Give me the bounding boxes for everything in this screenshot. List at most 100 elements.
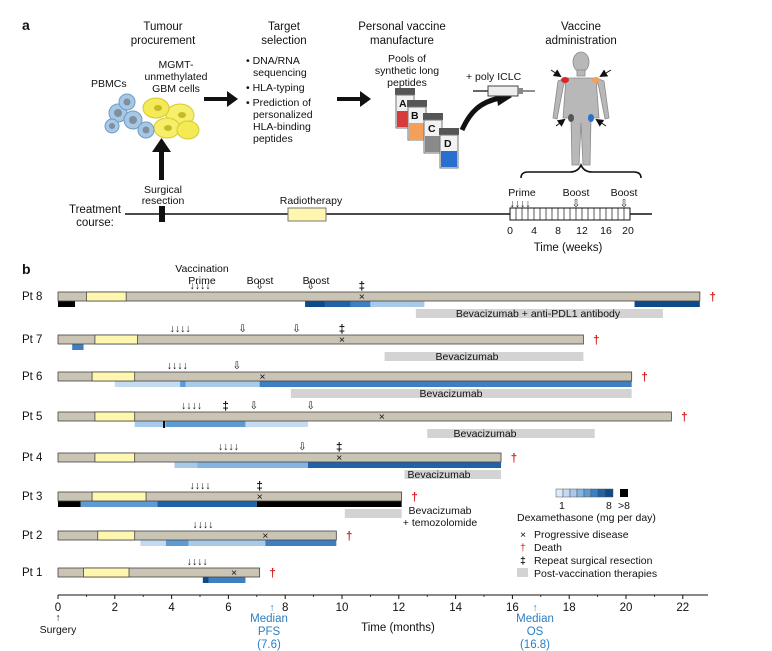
svg-text:0: 0 (507, 225, 513, 237)
axis-tick-label: 22 (676, 602, 689, 614)
svg-text:12: 12 (576, 225, 588, 237)
svg-text:course:: course: (76, 217, 114, 229)
dexamethasone-segment (197, 462, 308, 468)
pools-label: Pools of synthetic long peptides (375, 53, 439, 89)
boost-label-a-2: Boost (611, 187, 638, 199)
svg-text:Personal vaccine: Personal vaccine (358, 21, 446, 33)
median-os-marker: ↑ Median OS (16.8) (516, 602, 554, 651)
svg-text:1: 1 (559, 500, 565, 512)
radiotherapy-segment (91, 371, 136, 382)
radiotherapy-segment (86, 291, 127, 302)
step-target-selection: Target selection (261, 21, 306, 47)
svg-text:B: B (411, 110, 419, 122)
treatment-track (57, 530, 337, 541)
surgery-marker (159, 206, 165, 222)
dexamethasone-segment (80, 501, 158, 507)
gbm-label: MGMT- unmethylated GBM cells (144, 59, 207, 95)
therapy-label: Bevacizumab + anti-PDL1 antibody (456, 308, 621, 320)
therapy-label: + temozolomide (403, 517, 478, 529)
svg-text:D: D (444, 138, 452, 150)
dexamethasone-segment (72, 344, 84, 350)
svg-text:peptides: peptides (253, 133, 293, 145)
dexamethasone-segment (165, 540, 189, 546)
syringe-icon (473, 85, 535, 97)
post-vaccination-therapy-bar (415, 309, 663, 318)
patient-row: Pt 3×‡†Bevacizumab+ temozolomide (22, 481, 477, 529)
patient-label: Pt 1 (22, 567, 42, 579)
schedule-brace (520, 162, 642, 179)
prime-arrows: ↓↓↓↓ (218, 441, 239, 453)
surgery-label: Surgery (40, 624, 78, 636)
svg-text:Tumour: Tumour (143, 21, 182, 33)
treatment-track (57, 411, 672, 422)
boost-label-b-2: Boost (303, 275, 330, 287)
svg-text:GBM cells: GBM cells (152, 83, 200, 95)
median-pfs-marker: ↑ Median PFS (7.6) (250, 602, 288, 651)
repeat-resection-marker: ‡ (339, 324, 345, 336)
progressive-disease-marker: × (339, 334, 345, 346)
boost-arrow-a-1: ⇩ (572, 198, 581, 210)
axis-tick-label: 4 (168, 602, 175, 614)
patient-row: Pt 2×† (22, 530, 352, 546)
progressive-disease-marker: × (336, 452, 342, 464)
panel-a-label: a (22, 17, 30, 33)
svg-text:†: † (520, 542, 526, 554)
patient-label: Pt 5 (22, 411, 42, 423)
svg-text:procurement: procurement (131, 35, 196, 47)
svg-text:×: × (520, 529, 526, 541)
progressive-disease-marker: × (262, 530, 268, 542)
svg-text:(7.6): (7.6) (257, 639, 281, 651)
dexamethasone-segment (58, 501, 81, 507)
svg-text:unmethylated: unmethylated (144, 71, 207, 83)
vaccine-schedule-ticks (515, 208, 625, 220)
treatment-track (57, 334, 584, 345)
vial-b: B (407, 100, 427, 141)
dexamethasone-spike (163, 421, 166, 428)
dexamethasone-segment (324, 301, 351, 307)
therapy-label: Bevacizumab (453, 428, 516, 440)
dexamethasone-segment (259, 381, 632, 387)
axis-tick-label: 14 (449, 602, 462, 614)
progressive-disease-marker: × (259, 371, 265, 383)
month-axis-label: Time (months) (361, 622, 435, 634)
dexamethasone-segment (202, 577, 209, 583)
dexamethasone-segment (350, 301, 371, 307)
svg-text:• Prediction of: • Prediction of (246, 97, 311, 109)
prime-arrows: ↓↓↓↓ (187, 556, 208, 568)
svg-text:synthetic long: synthetic long (375, 65, 439, 77)
svg-text:Vaccine: Vaccine (561, 21, 601, 33)
svg-text:C: C (428, 123, 436, 135)
radiotherapy-segment (94, 411, 136, 422)
dexamethasone-segment (114, 381, 181, 387)
step-arrow-1 (204, 91, 238, 107)
radiotherapy-segment (91, 491, 147, 502)
radiotherapy-segment (97, 530, 136, 541)
post-vaccination-therapy-bar (344, 509, 402, 518)
vaccination-arrows: ↓↓↓↓⇩⇩↓↓↓↓⇩⇩↓↓↓↓⇩↓↓↓↓⇩⇩↓↓↓↓⇩↓↓↓↓↓↓↓↓↓↓↓↓ (167, 280, 315, 568)
svg-text:20: 20 (622, 225, 634, 237)
prime-arrows: ↓↓↓↓ (190, 480, 211, 492)
boost-arrow: ⇩ (255, 280, 264, 292)
svg-text:Progressive disease: Progressive disease (534, 529, 629, 541)
prime-label-b: Prime (188, 275, 216, 287)
patient-label: Pt 2 (22, 530, 42, 542)
svg-text:Post-vaccination therapies: Post-vaccination therapies (534, 568, 657, 580)
boost-label-a-1: Boost (563, 187, 590, 199)
axis-tick-label: 16 (506, 602, 519, 614)
surgery-arrow: ↑ (55, 612, 60, 624)
post-vaccination-therapy-bar (384, 352, 584, 361)
svg-text:A: A (399, 98, 407, 110)
progressive-disease-marker: × (231, 567, 237, 579)
patient-label: Pt 4 (22, 452, 43, 464)
svg-text:8: 8 (606, 500, 612, 512)
progressive-disease-marker: × (257, 491, 263, 503)
dexamethasone-segment (157, 501, 257, 507)
post-vaccination-therapy-bar (404, 470, 502, 479)
dexamethasone-segment (370, 301, 425, 307)
dexamethasone-segment (265, 540, 337, 546)
axis-tick-label: 12 (392, 602, 405, 614)
svg-text:manufacture: manufacture (370, 35, 434, 47)
prime-arrows: ↓↓↓↓ (190, 280, 211, 292)
